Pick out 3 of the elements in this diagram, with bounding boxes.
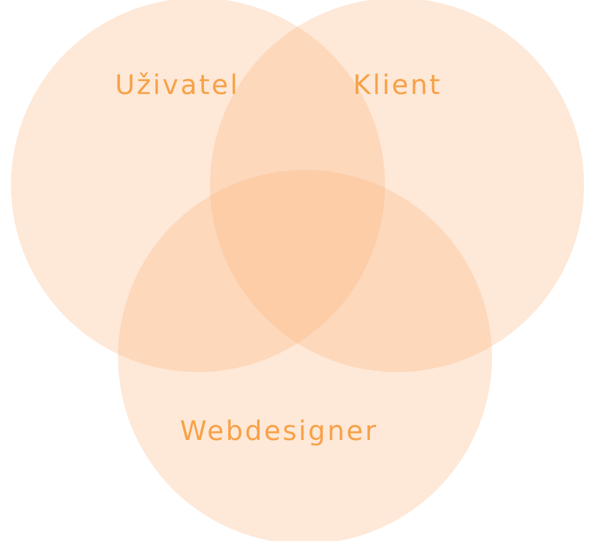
circle-label: Webdesigner (180, 418, 378, 445)
circle-label: Klient (353, 72, 442, 99)
circle-label: Uživatel (115, 72, 240, 99)
